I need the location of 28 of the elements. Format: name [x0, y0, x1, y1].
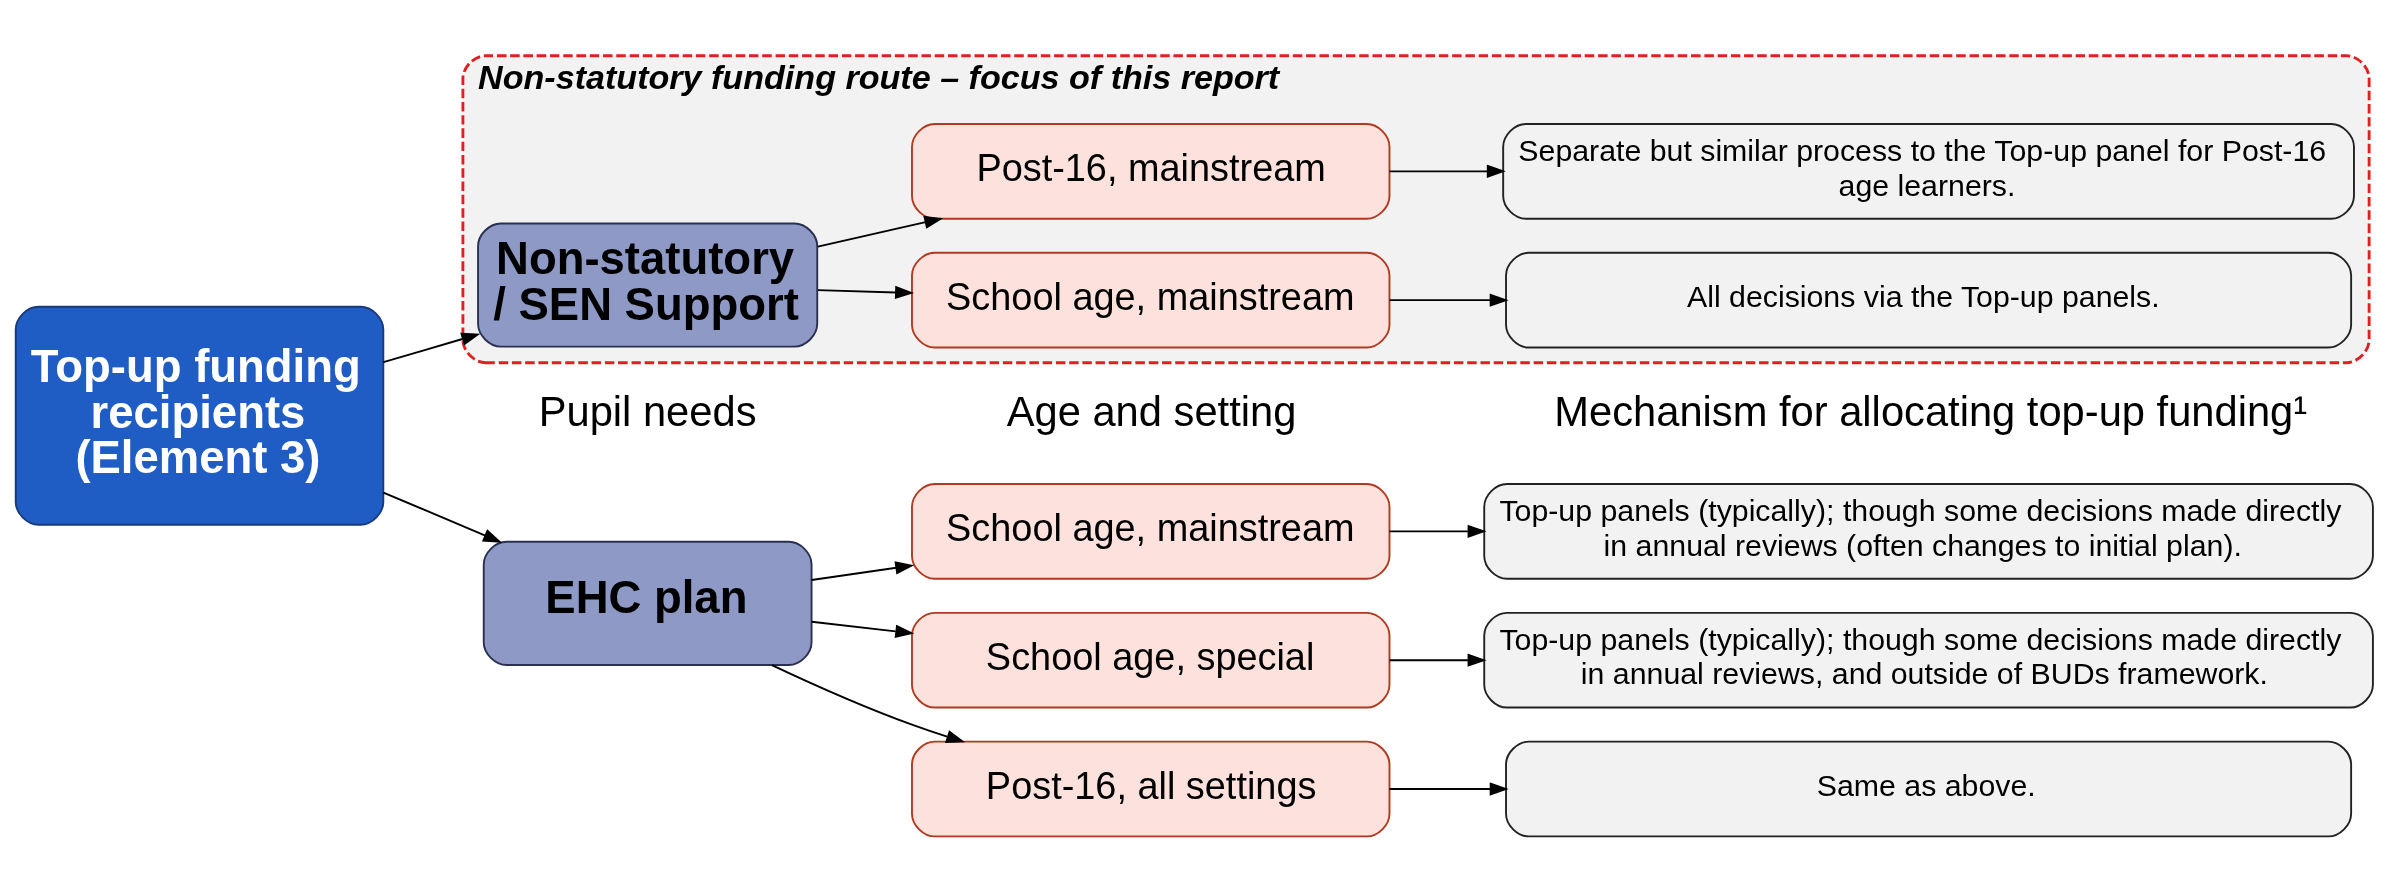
arrow	[816, 285, 915, 300]
node-box: All decisions via the Top-up panels.	[1505, 251, 2353, 349]
node-box: Top-up panels (typically); though some decisions made directly in annual reviews, and outside of BUDs framework.	[1483, 611, 2374, 709]
arrow	[816, 215, 944, 248]
node-box: Non-statutory / SEN Support	[477, 222, 819, 348]
node-box: Same as above.	[1505, 740, 2353, 838]
arrow	[1388, 164, 1506, 178]
label: Age and setting	[1006, 388, 1297, 436]
node-box: EHC plan	[482, 540, 813, 666]
arrow	[1388, 782, 1509, 796]
node-box: Post-16, all settings	[911, 740, 1391, 838]
arrow	[382, 332, 481, 364]
arrow	[382, 491, 502, 543]
node-box: Top-up funding recipients (Element 3)	[14, 305, 385, 526]
node-box: School age, mainstream	[911, 483, 1391, 580]
label: Mechanism for allocating top-up funding¹	[1554, 388, 2308, 436]
node-box: Top-up panels (typically); though some decisions made directly in annual reviews (often changes to initial plan).	[1483, 483, 2374, 580]
node-box: School age, mainstream	[911, 251, 1391, 349]
arrow	[810, 561, 915, 581]
label: Pupil needs	[538, 388, 757, 436]
arrow	[770, 664, 966, 743]
node-box: Separate but similar process to the Top-up panel for Post-16 age learners.	[1502, 123, 2355, 220]
node-box: Post-16, mainstream	[911, 123, 1391, 220]
arrow	[1388, 653, 1487, 667]
arrow	[810, 620, 915, 638]
arrow	[1388, 524, 1487, 538]
node-box: School age, special	[911, 611, 1391, 709]
arrow	[1388, 293, 1509, 307]
